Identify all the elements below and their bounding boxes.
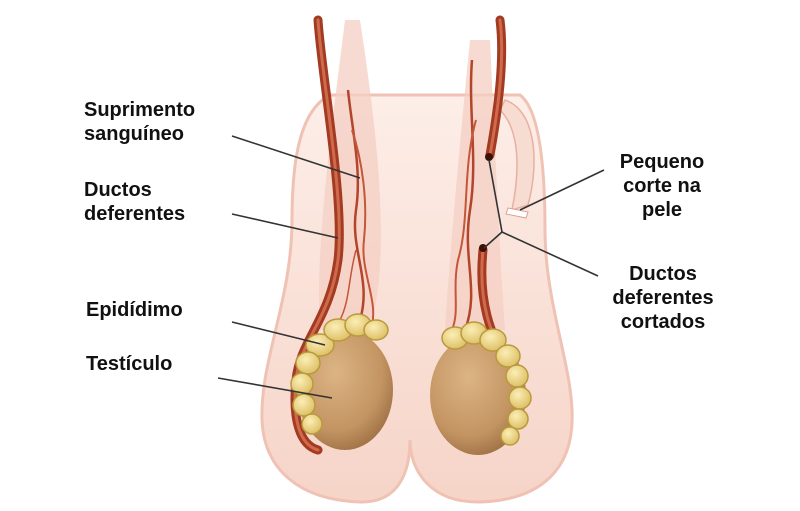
leader-testicle bbox=[217, 377, 333, 399]
left-vas-highlight bbox=[293, 18, 341, 452]
label-line: cortados bbox=[620, 311, 706, 333]
label-line: sanguíneo bbox=[84, 123, 185, 145]
label-blood-supply: Suprimento sanguíneo bbox=[84, 98, 195, 146]
leader-cut-ducts-b bbox=[488, 159, 503, 233]
label-vas-deferens: Ductos deferentes bbox=[84, 178, 185, 226]
label-line: corte na bbox=[623, 175, 701, 197]
label-line: deferentes bbox=[612, 287, 714, 309]
left-blood-vessel-2 bbox=[351, 129, 375, 326]
right-cord-sheath bbox=[445, 40, 505, 330]
label-line: Ductos bbox=[84, 179, 152, 201]
leader-cut-ducts-a bbox=[501, 231, 599, 277]
right-blood-vessel-2 bbox=[451, 119, 477, 331]
leader-cut-ducts-c bbox=[483, 231, 503, 249]
label-line: Testículo bbox=[86, 353, 173, 375]
cut-end-upper bbox=[485, 153, 493, 161]
left-epididymis bbox=[290, 313, 389, 435]
leader-lines bbox=[217, 135, 605, 399]
skin-fold bbox=[499, 99, 535, 212]
label-line: pele bbox=[641, 199, 683, 221]
label-cut-ducts: Ductos deferentes cortados bbox=[598, 262, 728, 334]
label-line: Pequeno bbox=[619, 151, 705, 173]
label-line: Epidídimo bbox=[86, 299, 183, 321]
leader-vas-deferens bbox=[231, 213, 339, 239]
label-epididymis: Epidídimo bbox=[86, 298, 183, 322]
label-line: Ductos bbox=[629, 263, 697, 285]
cut-end-lower bbox=[479, 244, 487, 252]
left-blood-vessel-3 bbox=[339, 249, 357, 321]
label-line: deferentes bbox=[84, 203, 186, 225]
right-vas-upper-highlight bbox=[488, 18, 504, 157]
label-testicle: Testículo bbox=[86, 352, 172, 376]
incision-mark bbox=[505, 207, 529, 219]
left-blood-vessel bbox=[346, 89, 365, 321]
leader-incision bbox=[519, 169, 605, 211]
right-epididymis bbox=[441, 321, 532, 446]
leader-blood-supply bbox=[231, 135, 361, 179]
leader-epididymis bbox=[231, 321, 326, 346]
right-blood-vessel bbox=[463, 59, 475, 331]
label-incision: Pequeno corte na pele bbox=[604, 150, 720, 222]
label-line: Suprimento bbox=[84, 99, 196, 121]
